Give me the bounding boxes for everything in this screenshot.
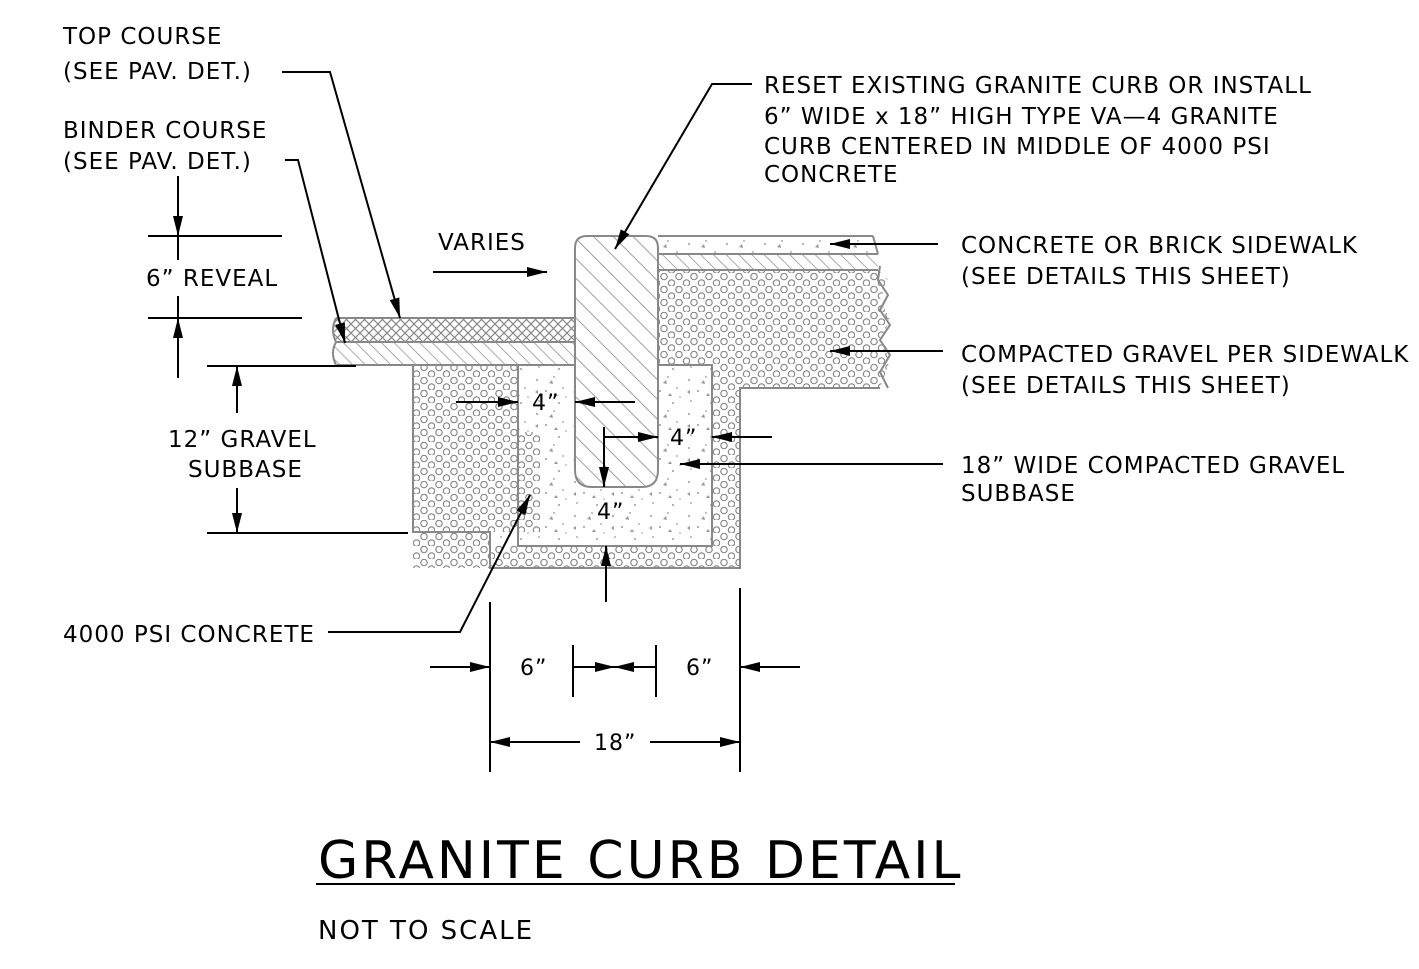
concrete-psi-label: 4000 PSI CONCRETE bbox=[63, 622, 315, 648]
leader-lines bbox=[282, 71, 943, 633]
gravel-12-label: 12” GRAVEL bbox=[168, 427, 317, 453]
top-course-note: (SEE PAV. DET.) bbox=[63, 59, 252, 85]
binder-course-label: BINDER COURSE bbox=[63, 118, 267, 144]
reset-curb-line-2: 6” WIDE x 18” HIGH TYPE VA—4 GRANITE bbox=[764, 104, 1279, 130]
granite-curb bbox=[574, 235, 659, 488]
reveal-label: 6” REVEAL bbox=[146, 266, 278, 292]
reset-curb-line-4: CONCRETE bbox=[764, 162, 899, 188]
sidewalk-note: (SEE DETAILS THIS SHEET) bbox=[961, 264, 1291, 290]
gravel-subbase-hatch bbox=[412, 265, 892, 569]
drawing-title: GRANITE CURB DETAIL bbox=[318, 831, 963, 891]
dim-right-6: 6” bbox=[686, 656, 713, 681]
dimension-lines bbox=[148, 176, 800, 772]
sidewalk-label: CONCRETE OR BRICK SIDEWALK bbox=[961, 233, 1358, 259]
reset-curb-line-1: RESET EXISTING GRANITE CURB OR INSTALL bbox=[764, 73, 1312, 99]
callout-labels: TOP COURSE (SEE PAV. DET.) BINDER COURSE… bbox=[62, 24, 1409, 648]
title-block: GRANITE CURB DETAIL NOT TO SCALE bbox=[316, 831, 963, 946]
dim-total-18: 18” bbox=[594, 731, 636, 756]
gravel-sidewalk-label: COMPACTED GRAVEL PER SIDEWALK bbox=[961, 342, 1409, 368]
concrete-encasement bbox=[490, 364, 713, 547]
drawing-subtitle: NOT TO SCALE bbox=[318, 916, 534, 946]
gravel-sidewalk-note: (SEE DETAILS THIS SHEET) bbox=[961, 373, 1291, 399]
gravel-12-note: SUBBASE bbox=[188, 457, 303, 483]
binder-course-note: (SEE PAV. DET.) bbox=[63, 149, 252, 175]
top-course-label: TOP COURSE bbox=[62, 24, 222, 50]
reset-curb-line-3: CURB CENTERED IN MIDDLE OF 4000 PSI bbox=[764, 134, 1271, 160]
varies-label: VARIES bbox=[438, 230, 526, 256]
dim-left-4: 4” bbox=[532, 391, 559, 416]
dimension-labels: 4” 4” 4” 6” 6” 18” bbox=[520, 391, 713, 756]
dim-left-6: 6” bbox=[520, 656, 547, 681]
gravel-subbase-label: 18” WIDE COMPACTED GRAVEL bbox=[961, 453, 1345, 479]
dim-bottom-4: 4” bbox=[597, 500, 624, 525]
dim-right-4: 4” bbox=[670, 426, 697, 451]
pavement-layers bbox=[332, 317, 575, 366]
sidewalk-section bbox=[658, 235, 879, 271]
gravel-subbase-note: SUBBASE bbox=[961, 481, 1076, 507]
